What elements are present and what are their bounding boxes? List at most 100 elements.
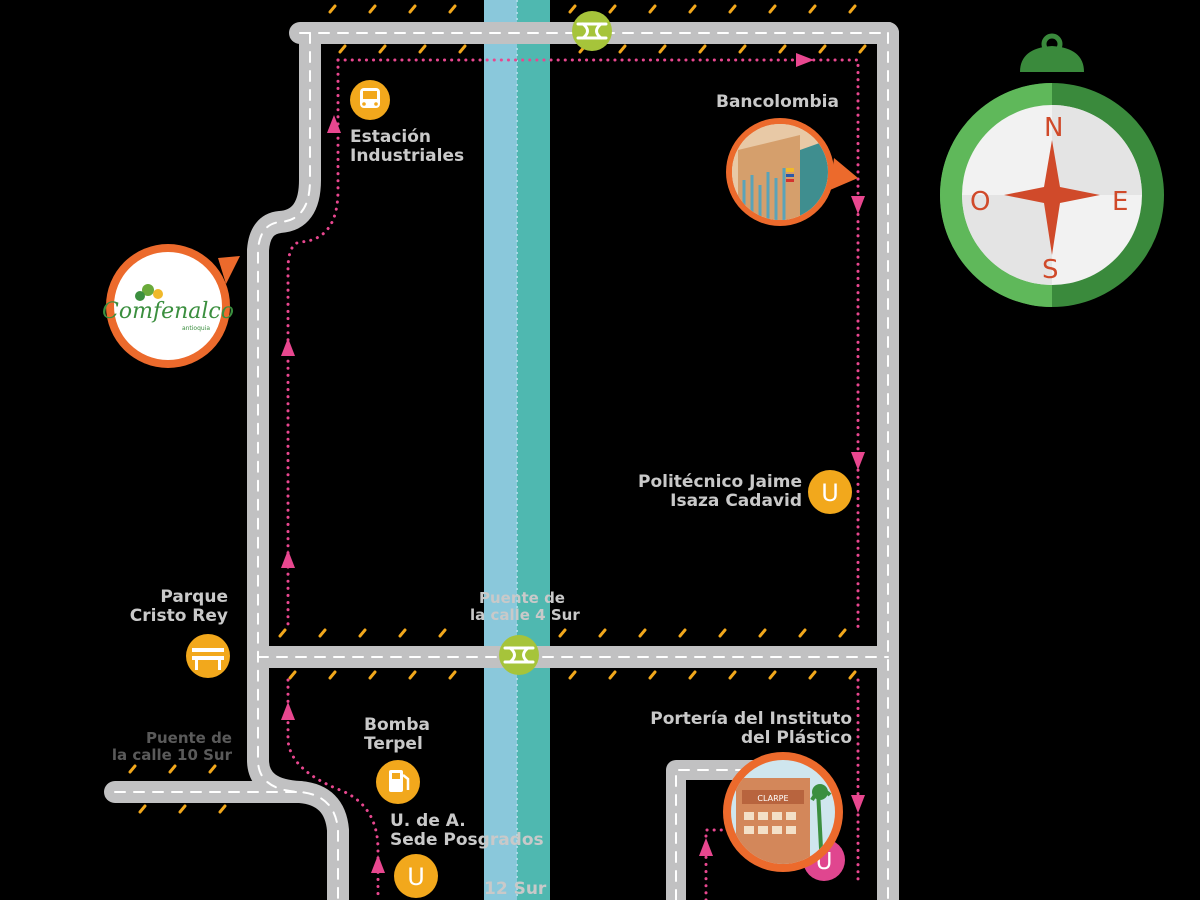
road-tick bbox=[408, 4, 417, 14]
road-tick bbox=[718, 628, 727, 638]
road-tick bbox=[278, 628, 287, 638]
bridge-top-marker[interactable] bbox=[572, 11, 612, 51]
road-tick bbox=[768, 670, 777, 680]
road-tick bbox=[398, 628, 407, 638]
road-tick bbox=[128, 764, 137, 774]
road-tick bbox=[648, 670, 657, 680]
route-arrows bbox=[281, 53, 865, 873]
road-tick bbox=[448, 4, 457, 14]
label-line: Terpel bbox=[364, 734, 423, 754]
label-politecnico: Politécnico Jaime Isaza Cadavid bbox=[638, 473, 802, 511]
label-line: U. de A. bbox=[390, 811, 466, 831]
label-bancolombia: Bancolombia bbox=[716, 92, 839, 112]
road-tick bbox=[688, 670, 697, 680]
road-tick bbox=[698, 44, 707, 54]
label-line: Puente de bbox=[145, 729, 232, 747]
compass-east: E bbox=[1112, 187, 1128, 217]
road-tick bbox=[858, 44, 867, 54]
bridge-calle-4-sur-marker[interactable] bbox=[499, 635, 539, 675]
road-tick bbox=[558, 628, 567, 638]
road-tick bbox=[378, 44, 387, 54]
road-tick bbox=[608, 4, 617, 14]
label-line: Isaza Cadavid bbox=[670, 491, 802, 511]
road-tick bbox=[208, 764, 217, 774]
compass: N S E O bbox=[940, 33, 1164, 307]
road-ticks bbox=[128, 4, 867, 814]
road-tick bbox=[328, 4, 337, 14]
label-line: la calle 4 Sur bbox=[470, 606, 580, 624]
road-tick bbox=[818, 44, 827, 54]
road-tick bbox=[798, 628, 807, 638]
compass-south: S bbox=[1042, 255, 1059, 285]
road-tick bbox=[368, 670, 377, 680]
road-tick bbox=[598, 628, 607, 638]
road-tick bbox=[568, 670, 577, 680]
road-tick bbox=[728, 670, 737, 680]
road-tick bbox=[408, 670, 417, 680]
label-line: Parque bbox=[160, 587, 228, 607]
label-line: la calle 10 Sur bbox=[111, 746, 232, 764]
road-tick bbox=[648, 4, 657, 14]
label-puente-calle-4-sur: Puente de la calle 4 Sur bbox=[470, 589, 580, 624]
comfenalco-callout[interactable]: Comfenalco antioquia bbox=[102, 244, 240, 368]
road-tick bbox=[848, 670, 857, 680]
university-marker-posgrados[interactable]: U bbox=[394, 854, 438, 898]
road-tick bbox=[638, 628, 647, 638]
park-bench-marker[interactable] bbox=[186, 634, 230, 678]
road-left-upper bbox=[247, 22, 349, 900]
bancolombia-callout[interactable] bbox=[726, 118, 858, 226]
comfenalco-logo-sub: antioquia bbox=[182, 325, 210, 332]
road-tick bbox=[458, 44, 467, 54]
road-tick bbox=[168, 764, 177, 774]
road-tick bbox=[178, 804, 187, 814]
road-tick bbox=[778, 44, 787, 54]
label-line: del Plástico bbox=[740, 728, 852, 748]
road-tick bbox=[808, 670, 817, 680]
university-letter-posgrados: U bbox=[407, 863, 425, 891]
label-estacion-industriales: Estación Industriales bbox=[350, 128, 464, 166]
university-marker-politecnico[interactable]: U bbox=[808, 470, 852, 514]
road-tick bbox=[138, 804, 147, 814]
road-tick bbox=[678, 628, 687, 638]
road-tick bbox=[618, 44, 627, 54]
label-line: Puente de bbox=[478, 589, 565, 607]
road-tick bbox=[288, 670, 297, 680]
university-letter-politecnico: U bbox=[821, 479, 839, 507]
label-bomba-terpel: Bomba Terpel bbox=[364, 716, 430, 754]
road-tick bbox=[418, 44, 427, 54]
compass-north: N bbox=[1044, 113, 1063, 143]
road-tick bbox=[768, 4, 777, 14]
road-tick bbox=[738, 44, 747, 54]
comfenalco-logo-dot bbox=[142, 284, 154, 296]
label-puente-left: Puente de la calle 10 Sur bbox=[112, 730, 232, 764]
road-tick bbox=[728, 4, 737, 14]
label-porteria-plastico: Portería del Instituto del Plástico bbox=[650, 710, 852, 748]
building-sign: CLARPE bbox=[757, 794, 788, 803]
road-tick bbox=[608, 670, 617, 680]
road-tick bbox=[358, 628, 367, 638]
road-tick bbox=[688, 4, 697, 14]
road-tick bbox=[838, 628, 847, 638]
road-tick bbox=[218, 804, 227, 814]
bus-station-marker[interactable] bbox=[350, 80, 390, 120]
label-line: Portería del Instituto bbox=[650, 709, 852, 729]
compass-needle bbox=[1004, 140, 1100, 255]
plastic-institute-callout[interactable]: CLARPE bbox=[723, 752, 843, 872]
road-tick bbox=[808, 4, 817, 14]
road-tick bbox=[368, 4, 377, 14]
road-tick bbox=[338, 44, 347, 54]
road-tick bbox=[758, 628, 767, 638]
label-puente-12-sur: 12 Sur bbox=[484, 879, 547, 899]
road-tick bbox=[328, 670, 337, 680]
label-line: Cristo Rey bbox=[129, 606, 228, 626]
label-parque-cristo-rey: Parque Cristo Rey bbox=[130, 588, 228, 626]
label-line: Bomba bbox=[364, 715, 430, 735]
compass-west: O bbox=[970, 187, 990, 217]
road-tick bbox=[318, 628, 327, 638]
label-udea-posgrados: U. de A. Sede Posgrados bbox=[390, 812, 544, 850]
fuel-station-marker[interactable] bbox=[376, 760, 420, 804]
road-tick bbox=[568, 4, 577, 14]
road-tick bbox=[448, 670, 457, 680]
river bbox=[484, 0, 550, 900]
road-tick bbox=[848, 4, 857, 14]
